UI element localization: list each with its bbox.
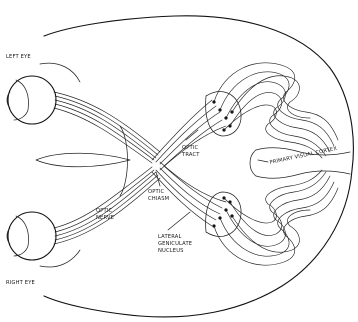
lower-optic-radiation <box>214 170 338 265</box>
midline-contour <box>36 153 130 167</box>
cortex-leader <box>258 160 268 162</box>
left-eye <box>7 76 56 124</box>
optic-tract-label-1: OPTIC <box>182 145 199 151</box>
optic-chiasm-label-1: OPTIC <box>148 189 165 195</box>
right-eye-label: RIGHT EYE <box>6 280 35 286</box>
upper-optic-radiation <box>214 63 338 158</box>
lgn-leader <box>168 212 190 230</box>
left-optic-nerve <box>54 92 160 163</box>
upper-optic-tract <box>152 100 226 170</box>
optic-nerve-label-2: NERVE <box>96 215 114 221</box>
right-optic-nerve <box>54 167 160 244</box>
upper-lgn <box>206 92 241 136</box>
lgn-label-2: GENICULATE <box>158 241 192 247</box>
left-eye-label: LEFT EYE <box>6 54 31 60</box>
cortex-folds <box>250 148 350 178</box>
right-eye <box>7 212 56 260</box>
optic-chiasm-label-2: CHIASM <box>148 196 169 202</box>
lgn-label-3: NUCLEUS <box>158 248 184 254</box>
head-contour-upper <box>40 63 80 82</box>
head-contour-lower <box>40 250 80 267</box>
lower-lgn <box>206 192 241 236</box>
optic-nerve-label-1: OPTIC <box>96 208 113 214</box>
primary-visual-cortex-label: PRIMARY VISUAL CORTEX <box>269 146 338 166</box>
lgn-label-1: LATERAL <box>158 234 181 240</box>
optic-tract-label-2: TRACT <box>181 152 200 158</box>
